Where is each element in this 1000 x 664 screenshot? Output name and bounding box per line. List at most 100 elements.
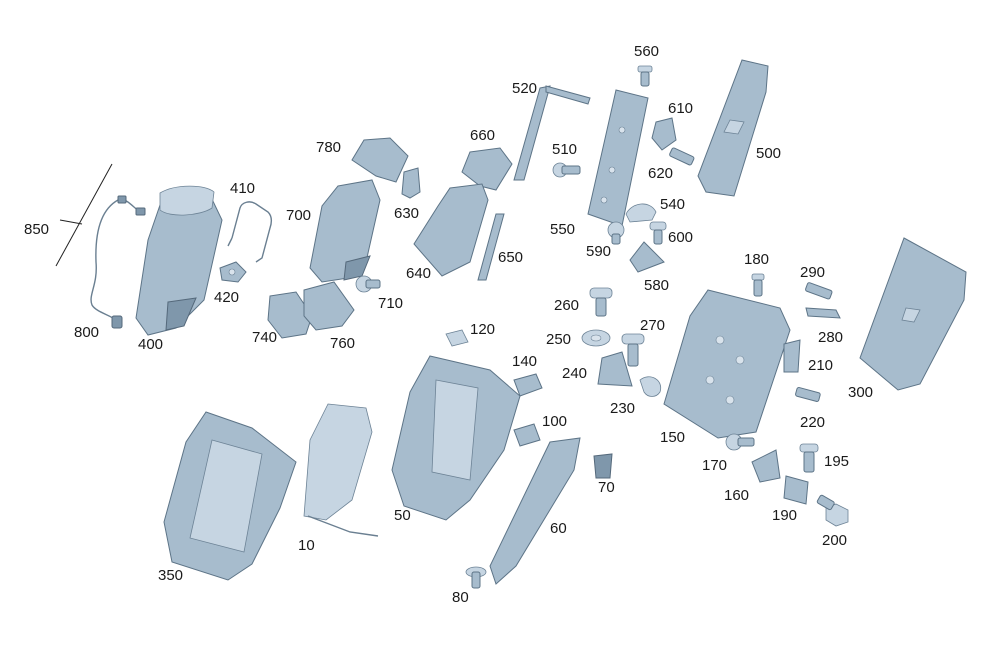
part-270-bolt [621,333,645,367]
part-800-wiring-harness [90,195,146,329]
part-220-bolt [795,386,821,402]
label-520: 520 [512,80,538,97]
part-210-bracket [783,339,801,373]
label-700: 700 [286,207,312,224]
part-630-bracket [401,167,421,199]
part-710-screw [355,275,381,293]
label-280: 280 [818,329,844,346]
part-640-panel [413,183,489,277]
part-230-washer [639,376,662,397]
part-290-bolt [805,282,833,300]
label-800: 800 [74,324,100,341]
part-620-bolt [669,147,695,166]
label-510: 510 [552,141,578,158]
part-190-bracket [783,475,809,505]
label-150: 150 [660,429,686,446]
part-120-clip [445,329,469,347]
part-780-top-cover [351,137,409,183]
label-710: 710 [378,295,404,312]
label-410: 410 [230,180,256,197]
label-200: 200 [822,532,848,549]
label-550: 550 [550,221,576,238]
part-560-screw [637,65,653,87]
part-500-side-panel [697,59,769,197]
label-500: 500 [756,145,782,162]
part-260-bolt [589,287,613,317]
part-300-side-panel [859,237,967,391]
label-650: 650 [498,249,524,266]
part-50-seat-cushion [391,355,521,521]
part-240-bracket [597,351,633,387]
label-230: 230 [610,400,636,417]
label-850: 850 [24,221,50,238]
label-250: 250 [546,331,572,348]
label-180: 180 [744,251,770,268]
label-610: 610 [668,100,694,117]
part-140-bracket [513,373,543,397]
part-10-spring-mat [303,403,379,537]
part-180-pin [751,273,765,297]
part-200-bolt [816,494,849,527]
label-190: 190 [772,507,798,524]
label-160: 160 [724,487,750,504]
label-100: 100 [542,413,568,430]
part-580-bracket [629,241,665,273]
label-630: 630 [394,205,420,222]
leader-850 [55,163,113,267]
label-270: 270 [640,317,666,334]
label-420: 420 [214,289,240,306]
part-150-seat-frame [663,289,791,439]
label-220: 220 [800,414,826,431]
label-300: 300 [848,384,874,401]
label-760: 760 [330,335,356,352]
label-195: 195 [824,453,850,470]
label-50: 50 [394,507,411,524]
label-60: 60 [550,520,567,537]
label-580: 580 [644,277,670,294]
part-650-strip [477,213,505,281]
label-740: 740 [252,329,278,346]
part-70-clip [593,453,613,479]
leader-850-tick [59,219,83,225]
label-260: 260 [554,297,580,314]
part-590-screw [607,221,625,245]
label-600: 600 [668,229,694,246]
label-10: 10 [298,537,315,554]
part-700-backrest-panel [309,179,381,283]
label-80: 80 [452,589,469,606]
label-400: 400 [138,336,164,353]
label-560: 560 [634,43,660,60]
label-780: 780 [316,139,342,156]
part-250-washer [581,329,611,347]
part-420-clip [219,261,247,283]
label-540: 540 [660,196,686,213]
label-70: 70 [598,479,615,496]
label-350: 350 [158,567,184,584]
label-640: 640 [406,265,432,282]
label-590: 590 [586,243,612,260]
part-280-link [805,307,841,319]
part-160-bracket [751,449,781,483]
label-620: 620 [648,165,674,182]
label-210: 210 [808,357,834,374]
label-170: 170 [702,457,728,474]
label-240: 240 [562,365,588,382]
part-610-bracket [651,117,677,151]
part-170-bolt [725,433,755,451]
part-760-trim [303,281,355,331]
part-60-side-trim [489,437,581,585]
label-140: 140 [512,353,538,370]
part-410-wire-bracket [227,201,273,263]
part-100-bracket [513,423,541,447]
label-120: 120 [470,321,496,338]
label-660: 660 [470,127,496,144]
part-660-cover [461,147,513,191]
part-600-screw [649,221,667,245]
part-740-trim [267,291,313,339]
part-520-rod [513,85,591,181]
part-350-backrest-shell [163,411,297,581]
part-540-cap [625,203,657,223]
label-290: 290 [800,264,826,281]
